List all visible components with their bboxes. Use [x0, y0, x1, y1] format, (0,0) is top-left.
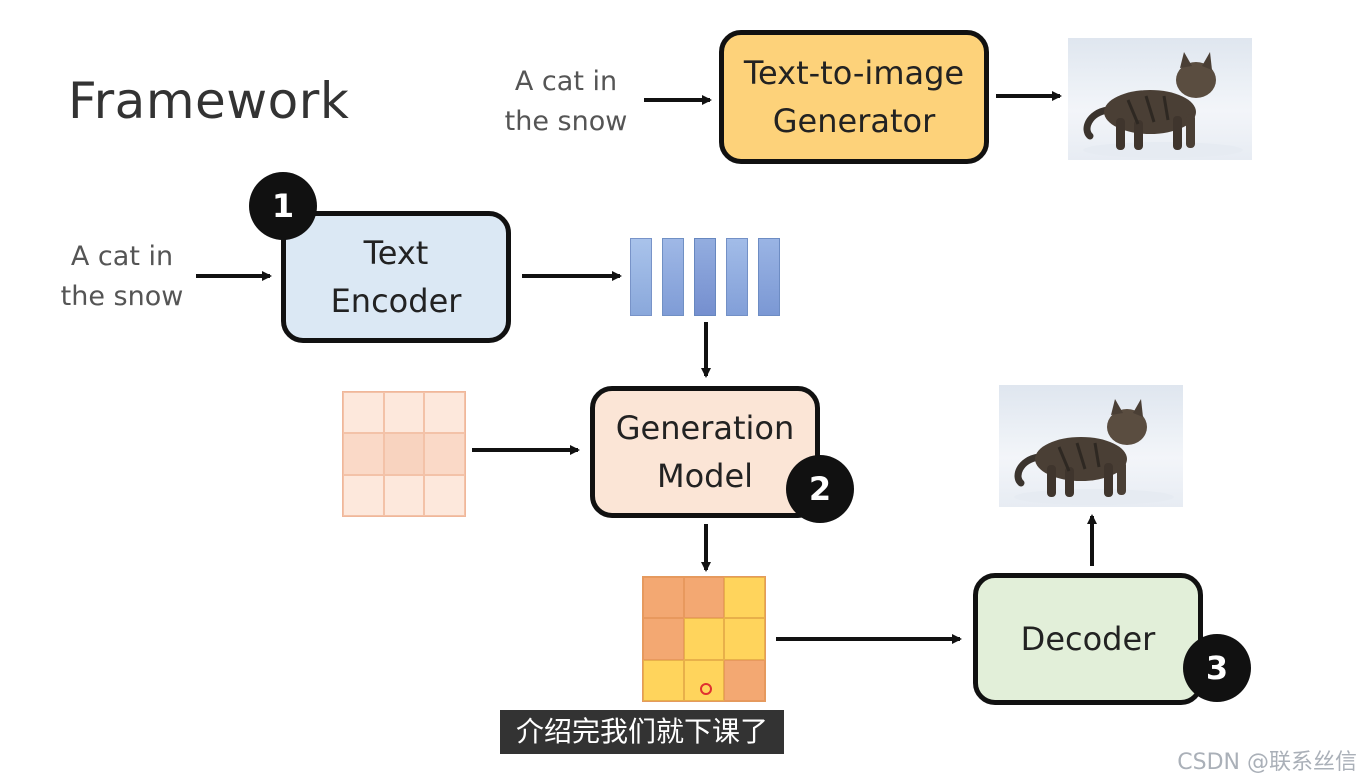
top-input-text: A cat in the snow	[504, 66, 628, 137]
grid-cell	[383, 433, 425, 475]
grid-cell	[343, 433, 384, 475]
generated-cat-image-output	[999, 385, 1183, 507]
generation-model-label: Generation Model	[615, 409, 795, 495]
grid-cell	[424, 474, 465, 516]
token-block	[726, 238, 748, 316]
decoder-box: Decoder	[973, 573, 1203, 705]
decoder-label: Decoder	[1020, 620, 1156, 658]
token-block	[630, 238, 652, 316]
grid-cell	[683, 659, 725, 701]
cursor-marker-icon	[699, 682, 712, 695]
text-encoder-label: Text Encoder	[330, 234, 462, 320]
cat-in-snow-illustration	[1014, 399, 1174, 505]
grid-cell	[724, 577, 765, 619]
generated-latent-grid	[642, 576, 766, 702]
grid-cell	[683, 577, 725, 619]
noise-latent-grid	[342, 391, 466, 517]
token-block	[662, 238, 684, 316]
grid-cell	[424, 392, 465, 434]
video-subtitle: 介绍完我们就下课了	[500, 710, 785, 754]
grid-cell	[343, 474, 384, 516]
text-to-image-generator-box: Text-to-image Generator	[719, 30, 989, 164]
text-embedding-tokens	[630, 238, 780, 316]
slide-title: Framework	[68, 72, 350, 130]
generation-model-box: Generation Model	[590, 386, 820, 518]
grid-cell	[343, 392, 384, 434]
grid-cell	[643, 659, 684, 701]
text-encoder-box: Text Encoder	[281, 211, 511, 343]
grid-cell	[383, 392, 425, 434]
watermark: CSDN @联系丝信	[1177, 750, 1357, 775]
step-badge-3: 3	[1183, 634, 1251, 702]
grid-cell	[724, 618, 765, 660]
grid-cell	[643, 577, 684, 619]
cat-in-snow-illustration	[1083, 52, 1243, 158]
token-block	[694, 238, 716, 316]
generated-cat-image-top	[1068, 38, 1252, 160]
text-to-image-generator-label: Text-to-image Generator	[743, 54, 965, 140]
grid-cell	[643, 618, 684, 660]
step-badge-2: 2	[786, 455, 854, 523]
token-block	[758, 238, 780, 316]
pipeline-input-text: A cat in the snow	[60, 241, 184, 312]
grid-cell	[424, 433, 465, 475]
grid-cell	[383, 474, 425, 516]
grid-cell	[683, 618, 725, 660]
step-badge-1: 1	[249, 172, 317, 240]
grid-cell	[724, 659, 765, 701]
